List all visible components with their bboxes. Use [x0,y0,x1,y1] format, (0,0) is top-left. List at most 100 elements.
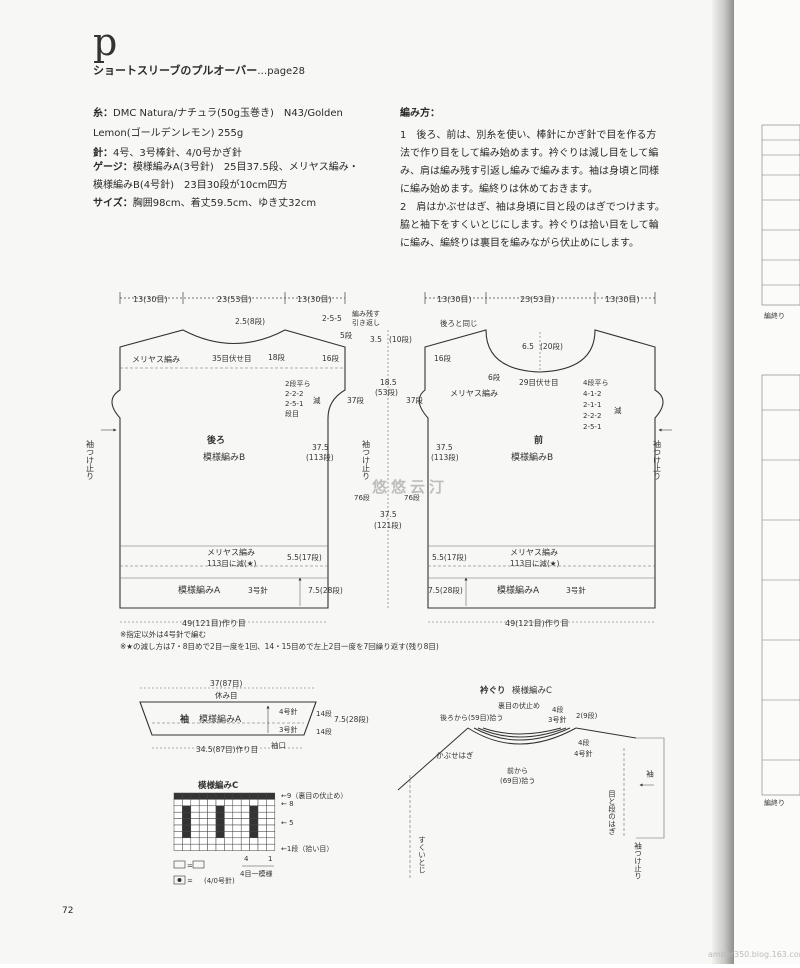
front-side-rows: (113段) [431,452,459,462]
sleeve-rows-a: 14段 [316,709,332,718]
back-top-left: 13(30目) [133,295,168,304]
chart-repeat: 4目一模様 [240,869,272,878]
back-top-mid: 23(53目) [217,295,252,304]
chart-cell [173,831,183,839]
back-dec-3: 2-5-1 [285,400,303,408]
material-line: 糸：DMC Natura/ナチュラ(50g玉巻き) N43/Golden [93,108,343,119]
center-measurements: 3.5 (10段) 18.5 (53段) 37.5 (121段) 袖つけ止り 7… [354,330,420,608]
chart-cell [182,824,192,832]
legend-crochet-box [173,875,186,885]
chart-cell [249,792,259,800]
collar-stop: 袖つけ止り [633,841,642,880]
chart-cell [182,799,192,807]
back-pattern: 模様編みB [203,451,245,463]
chart-cell [224,805,234,813]
chart-cell [198,799,208,807]
front-dec-2: 4-1-2 [583,390,601,398]
chart-cell [198,818,208,826]
chart-cell [198,805,208,813]
collar-pattern: 模様編みC [512,685,552,696]
source-url: amber350.blog.163.com [708,950,800,959]
chart-cell [198,824,208,832]
back-dec-label: 減 [313,395,321,405]
chart-cell [224,837,234,845]
method-line: み、肩は編み残す引返し編みで編みます。袖は身頃と同様 [400,166,659,177]
method-heading: 編み方： [400,108,440,119]
chart-cell [232,818,242,826]
collar-title: 衿ぐり [480,685,506,696]
back-side-height: 37.5 [312,443,329,452]
chart-cell [198,843,208,851]
chart-cell [249,805,259,813]
front-pattern: 模様編みB [511,451,553,463]
material-line: ゲージ：模様編みA(3号針) 25目37.5段、メリヤス編み・ [93,162,359,173]
chart-cell [240,831,250,839]
chart-cell [224,792,234,800]
chart-cell [190,824,200,832]
chart-cell [207,805,217,813]
chart-cell [173,837,183,845]
back-stockinette: メリヤス編み [132,354,180,364]
back-needle-3: 3号針 [248,585,268,595]
front-stockinette: メリヤス編み [450,388,498,398]
back-rows5: 5段 [340,330,353,340]
chart-col4: 4 [244,855,249,863]
sleeve-rows-b: 14段 [316,727,332,736]
chart-cell [249,837,259,845]
chart-cell [207,824,217,832]
chart-cell [266,818,276,826]
chart-cell [257,831,267,839]
front-needle-3: 3号針 [566,585,586,595]
chart-cell [173,843,183,851]
chart-cell [232,792,242,800]
back-pattern-a: 模様編みA [178,584,221,596]
center-rows76-left: 76段 [354,493,370,502]
back-band-lower: 7.5(28段) [308,585,343,595]
chart-cell [249,831,259,839]
schematic-diagrams: 13(30目) 23(53目) 13(30目) 2.5(8段) 2-5-5 編み… [86,292,672,885]
front-dec-3: 2-1-1 [583,401,601,409]
front-dec-1: 4段平ら [583,378,608,387]
back-side-rows: (113段) [306,452,334,462]
chart-cell [232,811,242,819]
collar-rows4b: 4段 [578,738,589,747]
collar-sleeve: 袖 [646,769,655,779]
method-line: 脇と袖下をすくいとじにします。衿ぐりは拾い目をして輪 [400,220,659,231]
chart-cell [249,824,259,832]
chart-cell [198,837,208,845]
back-dec-4: 段目 [285,409,299,418]
front-rows37: 37段 [406,395,424,405]
collar-width: 2(9段) [576,711,598,720]
sleeve-cuff: 袖口 [271,740,286,750]
front-dec-4: 2-2-2 [583,412,601,420]
chart-cell [215,837,225,845]
chart-cell [190,818,200,826]
chart-cell [198,792,208,800]
chart-cell [190,792,200,800]
material-line: サイズ：胸囲98cm、着丈59.5cm、ゆき丈32cm [93,198,317,209]
front-stockinette-2: メリヤス編み [510,547,558,557]
collar-join: 目と段のはぎ [607,790,616,836]
chart-cell [182,831,192,839]
back-rows18: 18段 [268,352,286,362]
title-page-ref: …page28 [257,66,305,77]
center-h2-rows: (53段) [375,387,398,397]
chart-cell [266,811,276,819]
chart-cell [257,805,267,813]
back-neck-bindoff: 35目伏せ目 [212,353,252,363]
chart-cell [257,824,267,832]
chart-cell [198,811,208,819]
collar-front-pick: (69目)拾う [500,776,535,785]
chart-cell [190,837,200,845]
chart-cell [207,811,217,819]
front-rows6: 6段 [488,372,501,382]
chart-cell [240,811,250,819]
chart-cell [215,799,225,807]
chart-cell [232,837,242,845]
chart-cell [232,824,242,832]
chart-cell [190,811,200,819]
chart-cell [257,799,267,807]
chart-cell [224,824,234,832]
chart-cell [232,799,242,807]
chart-cell [232,805,242,813]
